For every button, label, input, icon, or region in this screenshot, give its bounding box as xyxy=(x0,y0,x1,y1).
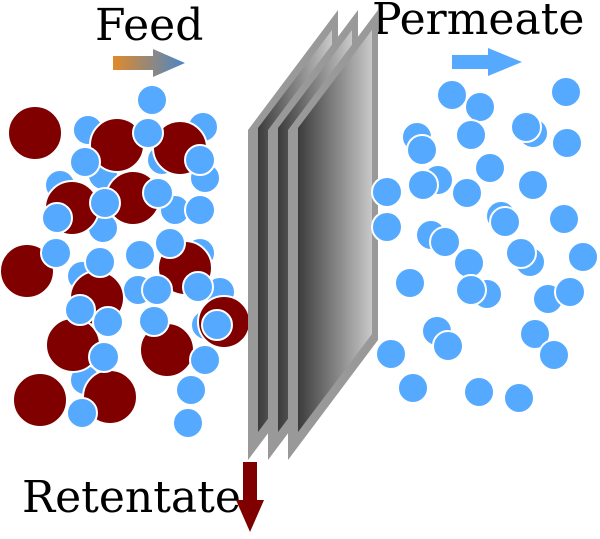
membrane-stack xyxy=(248,10,378,460)
permeating-particle xyxy=(124,239,156,271)
permeating-particle xyxy=(41,202,73,234)
permeating-particle xyxy=(66,397,98,429)
permeating-particle xyxy=(510,111,542,143)
permeating-particle xyxy=(538,339,570,371)
permeating-particle xyxy=(92,306,124,338)
permeating-particle xyxy=(463,376,495,408)
permeating-particle xyxy=(64,294,96,326)
permeating-particle xyxy=(453,247,485,279)
permeating-particle xyxy=(371,211,403,243)
permeating-particle xyxy=(474,152,506,184)
permeating-particle xyxy=(548,203,580,235)
feed-label: Feed xyxy=(95,0,203,51)
permeating-particle xyxy=(154,227,186,259)
permeating-particle xyxy=(184,194,216,226)
permeating-particle xyxy=(503,382,535,414)
permeate-particles xyxy=(371,76,599,414)
permeating-particle xyxy=(175,374,207,406)
permeating-particle xyxy=(550,76,582,108)
permeating-particle xyxy=(455,119,487,151)
permeating-particle xyxy=(406,134,438,166)
permeating-particle xyxy=(172,407,204,439)
permeating-particle xyxy=(432,330,464,362)
permeating-particle xyxy=(138,305,170,337)
permeating-particle xyxy=(519,318,551,350)
permeating-particle xyxy=(455,274,487,306)
membrane-plate-panel xyxy=(298,30,372,432)
permeating-particle xyxy=(142,177,174,209)
retained-particle xyxy=(0,243,55,299)
permeating-particle xyxy=(517,169,549,201)
permeating-particle xyxy=(89,187,121,219)
retained-particle xyxy=(7,105,63,161)
permeating-particle xyxy=(397,372,429,404)
permeating-particle xyxy=(189,344,221,376)
permeating-particle xyxy=(141,274,173,306)
permeating-particle xyxy=(551,127,583,159)
permeating-particle xyxy=(554,276,586,308)
retained-particle xyxy=(12,372,68,428)
permeating-particle xyxy=(371,176,403,208)
permeating-particle xyxy=(136,84,168,116)
permeating-particle xyxy=(84,246,116,278)
permeating-particle xyxy=(182,271,214,303)
permeating-particle xyxy=(40,237,72,269)
permeating-particle xyxy=(464,91,496,123)
permeate-label: Permeate xyxy=(372,0,584,45)
permeate-arrow-icon xyxy=(452,48,522,76)
permeating-particle xyxy=(451,177,483,209)
permeating-particle xyxy=(429,226,461,258)
feed-arrow-icon xyxy=(113,49,185,77)
permeating-particle xyxy=(132,117,164,149)
permeating-particle xyxy=(505,237,537,269)
retentate-arrow-icon xyxy=(236,462,264,532)
permeating-particle xyxy=(567,241,599,273)
permeating-particle xyxy=(88,341,120,373)
permeating-particle xyxy=(436,79,468,111)
permeating-particle xyxy=(489,206,521,238)
permeating-particle xyxy=(184,144,216,176)
retentate-label: Retentate xyxy=(22,472,241,523)
permeating-particle xyxy=(69,146,101,178)
permeating-particle xyxy=(375,338,407,370)
permeating-particle xyxy=(394,267,426,299)
feed-particles xyxy=(0,84,251,439)
permeating-particle xyxy=(407,169,439,201)
permeating-particle xyxy=(201,309,233,341)
